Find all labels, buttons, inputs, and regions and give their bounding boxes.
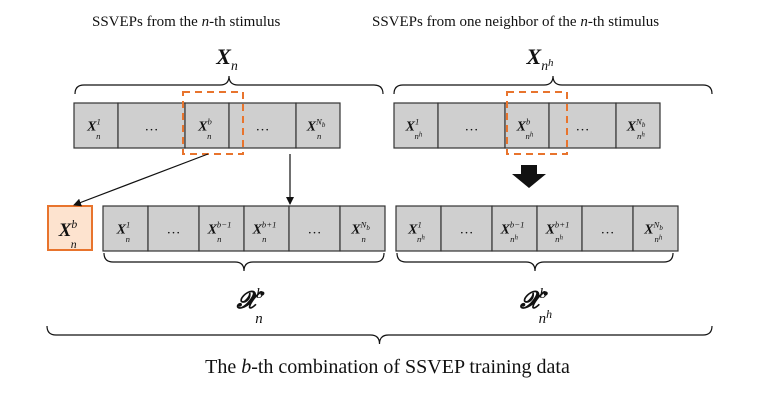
final-caption-var: b — [241, 356, 252, 378]
right-heading-text: SSVEPs from one neighbor of the — [372, 14, 581, 30]
right-highlight-box — [506, 91, 568, 155]
bottom-left-row-cell — [102, 205, 149, 252]
right-group-label: Xnh — [526, 44, 554, 73]
bottom-left-row-cell — [198, 205, 245, 252]
top-right-row-ellipsis: … — [576, 120, 590, 135]
top-left-row-ellipsis: … — [145, 120, 159, 135]
top-right-brace — [393, 75, 713, 95]
left-heading-text: SSVEPs from the — [92, 14, 202, 30]
down-block-arrow-icon — [512, 165, 546, 188]
top-left-row-cell — [117, 102, 186, 149]
top-right-row-cell — [437, 102, 506, 149]
top-right-row-cell — [393, 102, 439, 149]
bottom-right-row-ellipsis: … — [601, 223, 615, 238]
bottom-right-row-ellipsis: … — [460, 223, 474, 238]
left-group-label: Xn — [215, 44, 238, 73]
bottom-right-row-cell — [395, 205, 442, 252]
bottom-right-row-cell — [440, 205, 493, 252]
bottom-right-row-cell — [491, 205, 538, 252]
top-left-brace — [74, 75, 384, 95]
top-right-row-cell — [548, 102, 617, 149]
bottom-left-row-cell — [339, 205, 386, 252]
right-heading-var: n — [580, 14, 588, 30]
top-right-row-ellipsis: … — [465, 120, 479, 135]
left-heading-var: n — [201, 14, 210, 30]
bottom-right-row-cell — [632, 205, 679, 252]
left-heading: SSVEPs from the n-th stimulus — [92, 14, 280, 31]
final-caption: The b-th combination of SSVEP training d… — [0, 356, 775, 379]
left-highlight-box — [182, 91, 244, 155]
top-left-row-cell — [73, 102, 119, 149]
right-heading-suffix: -th stimulus — [587, 14, 660, 30]
overall-brace — [46, 325, 713, 345]
bottom-right-brace — [396, 252, 674, 272]
bottom-left-row-ellipsis: … — [167, 223, 181, 238]
top-left-row-cell — [228, 102, 297, 149]
bottom-right-row-cell — [536, 205, 583, 252]
bottom-left-brace — [103, 252, 385, 272]
extract-arrow — [73, 153, 209, 207]
top-left-row-cell — [184, 102, 230, 149]
bottom-left-row-ellipsis: … — [308, 223, 322, 238]
final-caption-text: The — [205, 356, 242, 378]
final-caption-suffix: -th combination of SSVEP training data — [251, 356, 570, 378]
right-heading: SSVEPs from one neighbor of the n-th sti… — [372, 14, 659, 31]
bottom-left-row-cell — [147, 205, 200, 252]
extracted-block — [47, 205, 93, 251]
bottom-left-row-cell — [288, 205, 341, 252]
top-left-row-ellipsis: … — [256, 120, 270, 135]
top-right-row-cell — [615, 102, 661, 149]
left-heading-suffix: -th stimulus — [209, 14, 281, 30]
top-left-row-cell — [295, 102, 341, 149]
